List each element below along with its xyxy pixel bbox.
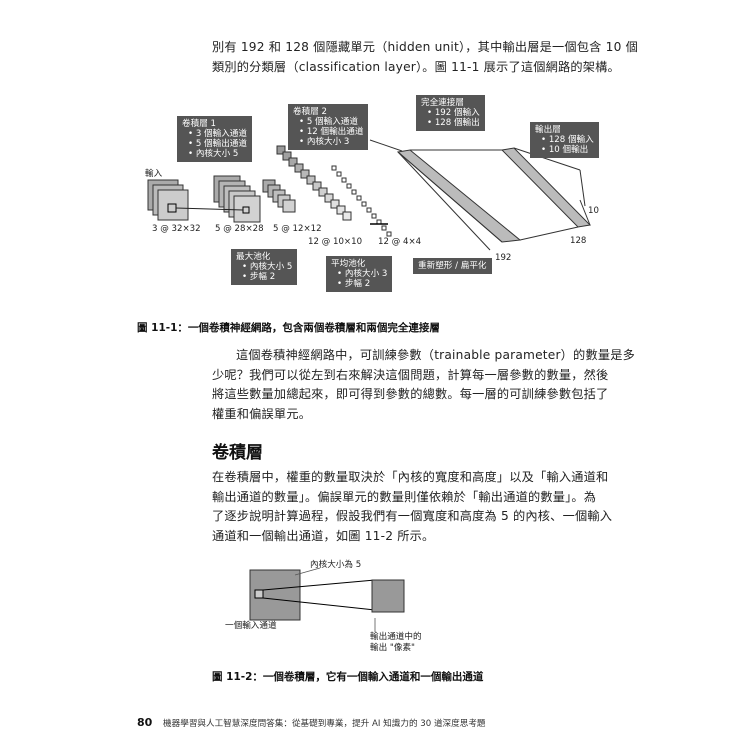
dim-label: 192: [495, 253, 512, 263]
para2-line-2: 少呢？我們可以從左到右來解決這個問題，計算每一層參數的數量，然後: [212, 367, 609, 382]
kernel-square: [254, 589, 264, 599]
dim-label: 5 @ 28×28: [215, 224, 264, 234]
reshape-callout: 重新塑形 / 扁平化: [413, 258, 492, 274]
fc-title: 完全連接層: [421, 98, 464, 108]
dim-label: 128: [570, 236, 587, 246]
avgpool-title: 平均池化: [331, 259, 366, 269]
conv2-feature-maps: [276, 145, 352, 221]
input-feature-maps: [147, 179, 189, 221]
conv2-callout: 卷積層 2 5 個輸入通道 12 個輸出通道 內核大小 3: [288, 104, 369, 150]
output-pixel-label-2: 輸出 "像素": [370, 643, 416, 653]
figure-11-2-caption: 圖 11-2：一個卷積層，它有一個輸入通道和一個輸出通道: [212, 671, 484, 683]
input-label: 輸入: [145, 169, 163, 179]
dim-label: 10: [588, 206, 599, 216]
avgpool-feature-maps: [331, 165, 392, 237]
para3-line-1: 在卷積層中，權重的數量取決於「內核的寬度和高度」以及「輸入通道和: [212, 470, 609, 484]
dim-label: 5 @ 12×12: [273, 224, 322, 234]
figure-11-1-caption: 圖 11-1：一個卷積神經網路，包含兩個卷積層和兩個完全連接層: [137, 322, 440, 334]
page-number: 80: [137, 716, 153, 729]
maxpool-item: 內核大小 5: [236, 262, 293, 272]
fully-connected-layers: [369, 139, 592, 251]
output-pixel-label-1: 輸出通道中的: [370, 632, 422, 642]
conv1-item: 5 個輸出通道: [182, 139, 247, 149]
para3-line-2: 輸出通道的數量」。偏誤單元的數量則僅依賴於「輸出通道的數量」。為: [212, 489, 597, 504]
reshape-title: 重新塑形 / 扁平化: [418, 261, 487, 271]
maxpool-item: 步幅 2: [236, 272, 292, 282]
dim-label: 12 @ 4×4: [378, 237, 422, 247]
conv1-callout: 卷積層 1 3 個輸入通道 5 個輸出通道 內核大小 5: [177, 116, 252, 162]
section-heading: 卷積層: [212, 443, 263, 463]
output-item: 10 個輸出: [535, 145, 594, 155]
output-callout: 輸出層 128 個輸入 10 個輸出: [530, 122, 599, 158]
para3-line-4: 通道和一個輸出通道，如圖 11-2 所示。: [212, 528, 435, 543]
dim-label: 12 @ 10×10: [308, 237, 363, 247]
paragraph-3: 在卷積層中，權重的數量取決於「內核的寬度和高度」以及「輸入通道和 輸出通道的數量…: [212, 468, 612, 546]
avgpool-callout: 平均池化 內核大小 3 步幅 2: [326, 256, 393, 292]
dim-label: 3 @ 32×32: [152, 224, 201, 234]
maxpool-callout: 最大池化 內核大小 5 步幅 2: [231, 249, 298, 285]
avgpool-item: 內核大小 3: [331, 269, 388, 279]
fc-callout: 完全連接層 192 個輸入 128 個輸出: [416, 95, 485, 131]
para2-line-4: 權重和偏誤單元。: [212, 406, 312, 421]
intro-line-1: 別有 192 和 128 個隱藏單元（hidden unit），其中輸出層是一個…: [212, 40, 638, 54]
conv2-title: 卷積層 2: [293, 107, 327, 117]
intro-paragraph: 別有 192 和 128 個隱藏單元（hidden unit），其中輸出層是一個…: [212, 38, 638, 77]
conv1-title: 卷積層 1: [182, 119, 216, 129]
conv1-feature-maps: [213, 175, 261, 223]
intro-line-2: 類別的分類層（classification layer）。圖 11-1 展示了這…: [212, 59, 620, 74]
conv2-item: 12 個輸出通道: [293, 127, 364, 137]
para2-line-1: 這個卷積神經網路中，可訓練參數（trainable parameter）的數量是…: [236, 348, 635, 362]
para2-line-3: 將這些數量加總起來，即可得到參數的總數。每一層的可訓練參數包括了: [212, 387, 609, 402]
page-footer: 80 機器學習與人工智慧深度問答集：從基礎到專業，提升 AI 知識力的 30 道…: [137, 716, 486, 729]
output-title: 輸出層: [535, 125, 561, 135]
maxpool-feature-maps: [262, 179, 296, 213]
conv2-item: 5 個輸入通道: [293, 117, 363, 127]
single-channel-conv-diagram: [249, 567, 405, 632]
kernel-size-label: 內核大小為 5: [310, 560, 362, 570]
book-title: 機器學習與人工智慧深度問答集：從基礎到專業，提升 AI 知識力的 30 道深度思…: [163, 719, 486, 729]
cnn-architecture-diagram: [147, 139, 592, 251]
output-channel-square: [371, 579, 405, 613]
fc-item: 128 個輸出: [421, 118, 480, 128]
conv1-item: 內核大小 5: [182, 149, 247, 159]
paragraph-2: 這個卷積神經網路中，可訓練參數（trainable parameter）的數量是…: [212, 346, 635, 424]
maxpool-title: 最大池化: [236, 252, 271, 262]
para3-line-3: 了逐步說明計算過程，假設我們有一個寬度和高度為 5 的內核、一個輸入: [212, 509, 613, 524]
fc-item: 192 個輸入: [421, 108, 480, 118]
avgpool-item: 步幅 2: [331, 279, 387, 289]
conv1-item: 3 個輸入通道: [182, 129, 247, 139]
conv2-item: 內核大小 3: [293, 137, 363, 147]
output-item: 128 個輸入: [535, 135, 594, 145]
input-channel-label: 一個輸入通道: [225, 621, 277, 631]
